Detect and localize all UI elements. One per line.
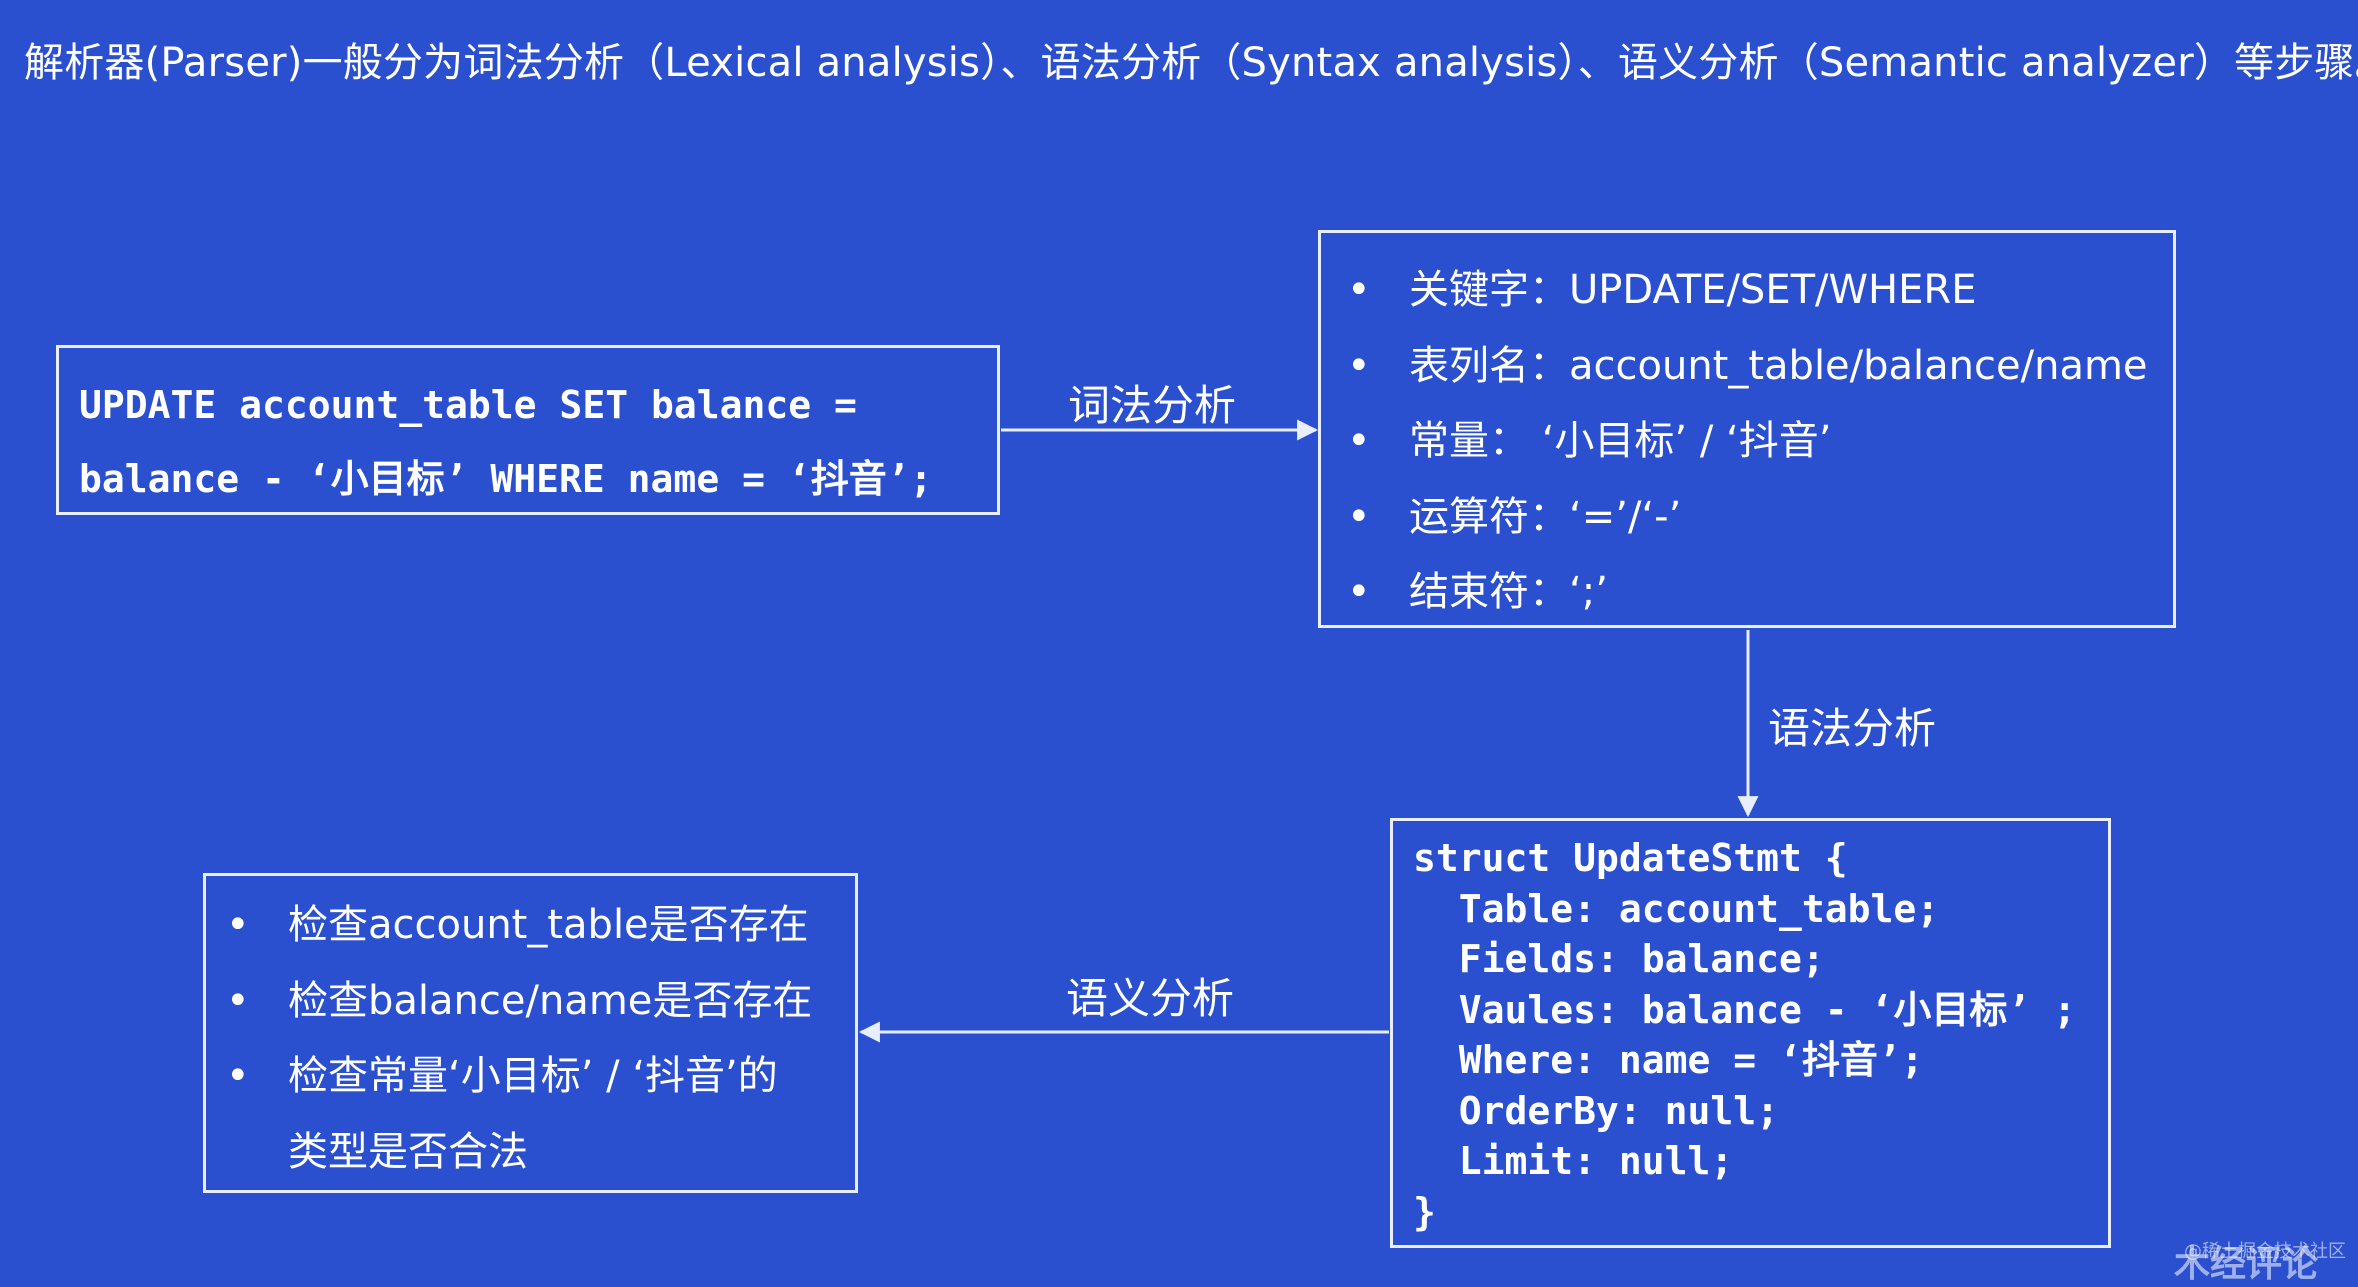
watermark: @稀土掘金技术社区 — [2184, 1241, 2346, 1262]
ast-line: } — [1413, 1189, 1436, 1234]
ast-line: Table: account_table; — [1413, 886, 1940, 931]
edge-label-lexical: 词法分析 — [1068, 381, 1237, 430]
ast-line: Limit: null; — [1413, 1139, 1734, 1183]
list-item: 常量： ‘小目标’ / ‘抖音’ — [1347, 404, 2153, 480]
tokens-list: 关键字：UPDATE/SET/WHERE 表列名：account_table/b… — [1347, 253, 2153, 631]
sql-line: UPDATE account_table SET balance = — [79, 383, 857, 427]
page-title: 解析器(Parser)一般分为词法分析（Lexical analysis）、语法… — [24, 40, 2358, 86]
list-item: 检查account_table是否存在 — [226, 888, 845, 964]
sql-line: balance - ‘小目标’ WHERE name = ‘抖音’; — [79, 457, 933, 501]
list-item: 表列名：account_table/balance/name — [1347, 329, 2153, 405]
ast-struct-box: struct UpdateStmt { Table: account_table… — [1390, 818, 2111, 1248]
ast-line: OrderBy: null; — [1413, 1088, 1780, 1133]
sql-statement-box: UPDATE account_table SET balance = balan… — [56, 345, 1000, 515]
list-item: 运算符：‘=’/‘-’ — [1347, 480, 2153, 556]
semantic-check-list: 检查account_table是否存在 检查balance/name是否存在 检… — [226, 888, 845, 1190]
ast-line: Where: name = ‘抖音’; — [1413, 1038, 1924, 1082]
ast-line: Vaules: balance - ‘小目标’ ; — [1413, 987, 2077, 1032]
edge-label-syntax: 语法分析 — [1768, 704, 1937, 753]
list-item: 检查常量‘小目标’ / ‘抖音’的 — [226, 1039, 845, 1115]
list-item: 检查balance/name是否存在 — [226, 964, 845, 1040]
list-item: 关键字：UPDATE/SET/WHERE — [1347, 253, 2153, 329]
list-item-continuation: 类型是否合法 — [288, 1128, 528, 1175]
semantic-check-box: 检查account_table是否存在 检查balance/name是否存在 检… — [203, 873, 858, 1193]
edge-label-semantic: 语义分析 — [1066, 974, 1235, 1023]
list-item: 结束符：‘;’ — [1347, 555, 2153, 631]
tokens-box: 关键字：UPDATE/SET/WHERE 表列名：account_table/b… — [1318, 230, 2176, 631]
ast-line: struct UpdateStmt { — [1413, 836, 1848, 880]
ast-line: Fields: balance; — [1413, 937, 1825, 981]
